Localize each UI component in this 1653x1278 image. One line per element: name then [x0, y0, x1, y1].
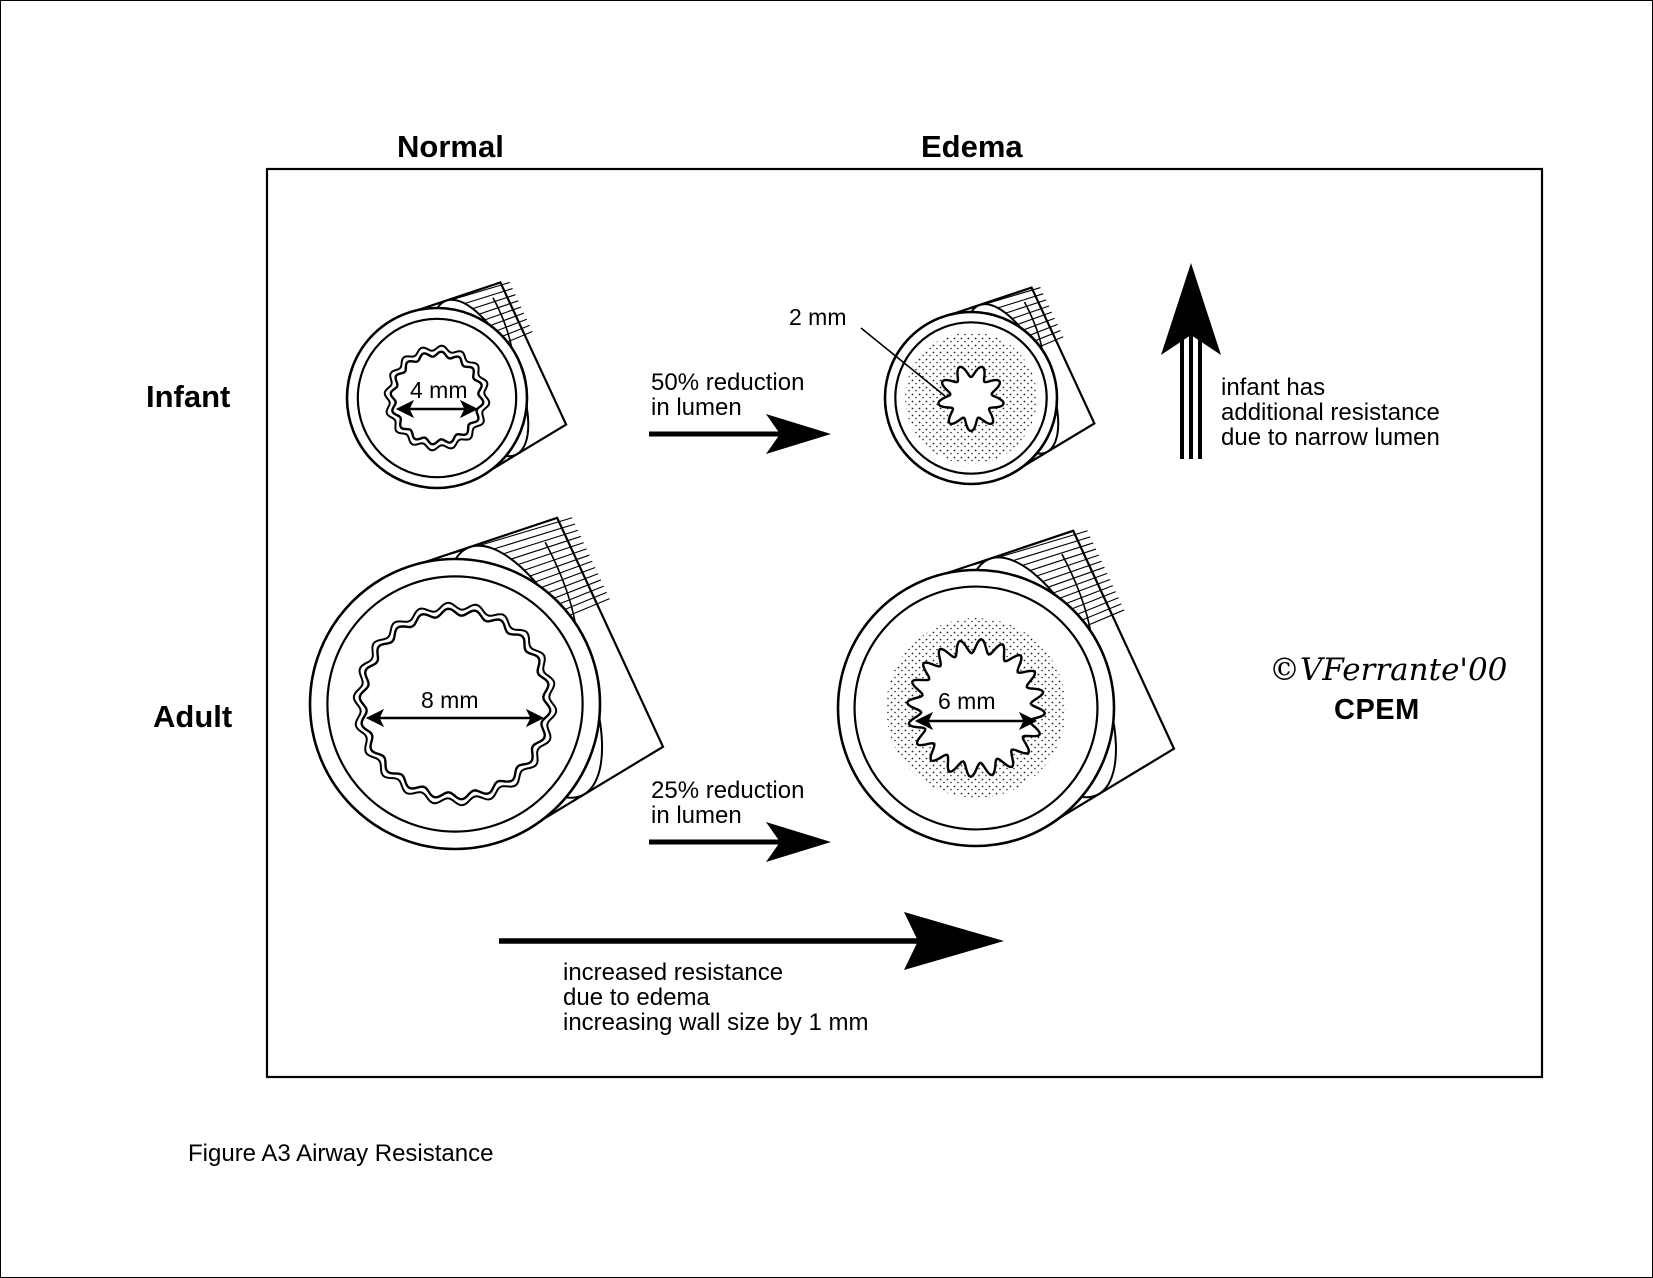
infant-edema-lumen	[937, 365, 1005, 433]
edema-resistance-arrow	[499, 912, 1004, 970]
edema-resistance-note: increased resistance due to edema increa…	[563, 959, 869, 1036]
infant-reduction-arrow	[649, 414, 831, 454]
adult-edema-airway	[836, 529, 1176, 848]
column-header-edema: Edema	[921, 129, 1023, 164]
infant-reduction-note: 50% reduction in lumen	[651, 369, 805, 421]
adult-normal-dimension-arrow	[365, 708, 545, 728]
infant-normal-lumen	[389, 350, 485, 446]
infant-edema-leader-line	[860, 327, 946, 397]
infant-edema-airway	[883, 286, 1096, 486]
artist-signature: ©VFerrante'00	[1269, 652, 1508, 688]
figure-caption: Figure A3 Airway Resistance	[188, 1140, 494, 1167]
adult-normal-lumen	[358, 607, 552, 801]
cpem-mark: CPEM	[1334, 694, 1420, 726]
adult-edema-lumen	[905, 637, 1047, 779]
infant-edema-lumen-label: 2 mm	[789, 304, 847, 330]
adult-reduction-note: 25% reduction in lumen	[651, 777, 805, 829]
infant-normal-dimension-arrow	[395, 399, 479, 419]
adult-edema-lumen-label: 6 mm	[938, 688, 996, 714]
infant-resistance-note: infant has additional resistance due to …	[1221, 374, 1440, 451]
column-header-normal: Normal	[397, 129, 504, 164]
row-label-adult: Adult	[153, 699, 233, 734]
panel-frame	[265, 167, 1544, 1079]
adult-edema-dimension-arrow	[914, 711, 1038, 731]
adult-normal-airway	[308, 516, 665, 851]
infant-normal-lumen-label: 4 mm	[410, 377, 468, 403]
row-label-infant: Infant	[146, 379, 231, 414]
infant-normal-airway	[345, 281, 568, 490]
adult-normal-lumen-label: 8 mm	[421, 687, 479, 713]
infant-resistance-arrow	[1161, 263, 1221, 459]
adult-reduction-arrow	[649, 822, 831, 862]
